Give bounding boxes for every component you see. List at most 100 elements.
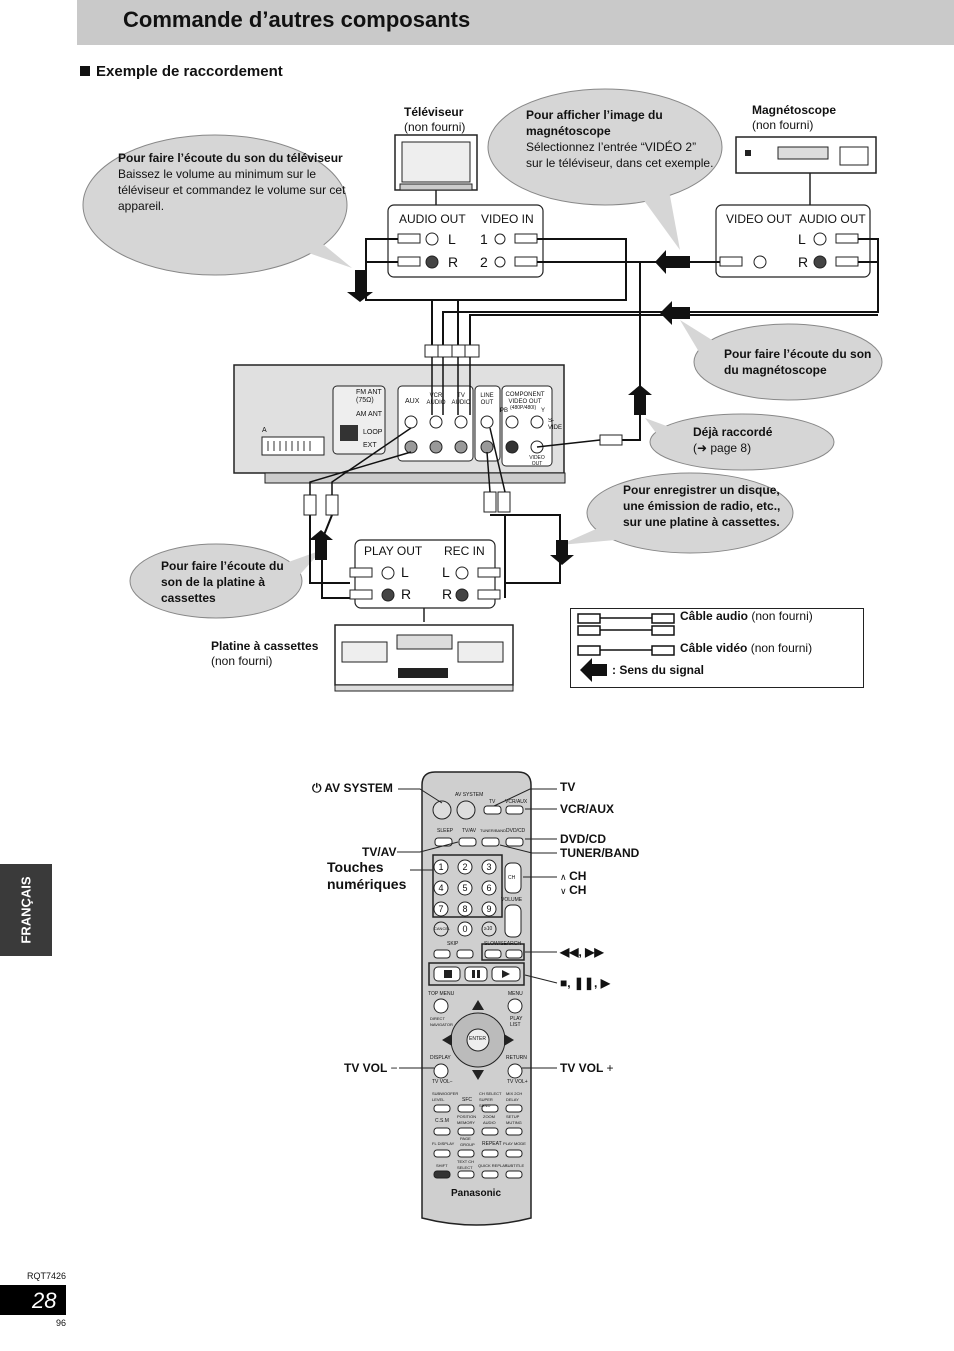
callout-tv-vol-plus: TV VOL + bbox=[560, 1061, 613, 1075]
remote-sfc-label: SFC bbox=[462, 1097, 472, 1103]
remote-dolby-label: CH SELECT SUPER SRND bbox=[479, 1091, 502, 1108]
remote-tv-av-label: TV/AV bbox=[462, 828, 477, 834]
vcr-r-label: R bbox=[798, 254, 809, 270]
remote-return-label: RETURN bbox=[506, 1055, 527, 1061]
am-ant-label: AM ANT bbox=[356, 411, 383, 418]
tv-name-text: Téléviseur bbox=[404, 105, 464, 119]
remote-slow-search-label: SLOW/SEARCH bbox=[484, 941, 521, 947]
bubble-already-connected bbox=[649, 413, 835, 471]
header-bar bbox=[77, 0, 954, 45]
ext-label: EXT bbox=[363, 442, 377, 449]
vcr-drawing bbox=[735, 136, 877, 205]
legend-box bbox=[570, 608, 864, 688]
remote-sleep-label: SLEEP bbox=[437, 828, 454, 834]
bubble-vcr-image-tail bbox=[640, 185, 680, 250]
component-label: COMPONENT VIDEO OUT bbox=[505, 392, 545, 405]
bullet-square-icon bbox=[80, 66, 90, 76]
remote-repeat-label: REPEAT bbox=[482, 1141, 502, 1147]
legend-audio-title: Câble audio bbox=[680, 609, 749, 623]
deck-play-r-label: R bbox=[401, 586, 412, 602]
vcr-video-out-label: VIDEO OUT bbox=[726, 212, 793, 226]
remote-display-label: DISPLAY bbox=[430, 1055, 451, 1061]
callout-tv: TV bbox=[560, 780, 576, 794]
legend-audio-note: (non fourni) bbox=[751, 609, 813, 623]
section-heading-text: Exemple de raccordement bbox=[96, 63, 283, 80]
vcr-image-title: Pour afficher l’image du magnétoscope bbox=[526, 108, 663, 138]
bubble-record bbox=[586, 472, 794, 554]
loop-label: LOOP bbox=[363, 429, 383, 436]
remote-setup-muting-label: SETUP MUTING bbox=[506, 1114, 522, 1125]
fm-ohm-text: (75Ω) bbox=[356, 397, 374, 404]
tv-r-label: R bbox=[448, 254, 459, 270]
remote-av-system-label: AV SYSTEM bbox=[455, 792, 484, 798]
remote-key-0[interactable]: 0 bbox=[462, 924, 468, 934]
remote-top-menu-label: TOP MENU bbox=[428, 991, 455, 997]
remote-key-3[interactable]: 3 bbox=[486, 862, 492, 872]
bubble-record-tail bbox=[560, 525, 615, 545]
page-ref: (➜ page 8) bbox=[693, 441, 752, 455]
remote-key-1[interactable]: 1 bbox=[438, 862, 444, 872]
remote-quick-replay-label: QUICK REPLAY bbox=[478, 1163, 508, 1168]
remote-key-5[interactable]: 5 bbox=[462, 883, 468, 893]
language-tab-label: FRANÇAIS bbox=[18, 876, 34, 944]
bubble-deck-sound bbox=[129, 543, 303, 619]
remote-tv-label: TV bbox=[489, 799, 496, 805]
y-label: Y bbox=[541, 408, 546, 414]
remote-key-9[interactable]: 9 bbox=[486, 904, 492, 914]
slot-a-label: A bbox=[262, 427, 267, 434]
vcr-l-label: L bbox=[798, 231, 806, 247]
callout-vcr-aux: VCR/AUX bbox=[560, 802, 615, 816]
remote-vcr-aux-label: VCR/AUX bbox=[505, 799, 528, 805]
remote-key-7[interactable]: 7 bbox=[438, 904, 444, 914]
tv-video-in-label: VIDEO IN bbox=[481, 212, 534, 226]
legend-video-note: (non fourni) bbox=[750, 641, 813, 655]
remote-key-4[interactable]: 4 bbox=[438, 883, 444, 893]
callout-transport: ■, ❚❚, ▶ bbox=[560, 976, 610, 990]
deck-sound-note: Pour faire l’écoute du son de la platine… bbox=[161, 559, 284, 605]
page-number-box bbox=[0, 1285, 66, 1315]
pb-label: PB bbox=[500, 408, 509, 414]
remote-page-group-label: PAGE GROUP bbox=[460, 1136, 475, 1147]
video-out-unit-label: VIDEO OUT bbox=[529, 455, 545, 467]
power-icon: ⏻ bbox=[312, 781, 325, 795]
already-connected-title: Déjà raccordé bbox=[693, 425, 773, 439]
callout-tv-vol-plus-text: TV VOL bbox=[560, 1061, 604, 1075]
remote-subwoofer-label: SUBWOOFER LEVEL bbox=[432, 1091, 459, 1102]
remote-fl-display-label: FL DISPLAY bbox=[432, 1141, 455, 1146]
bubble-deck-sound-tail bbox=[280, 550, 322, 580]
callout-tv-av: TV/AV bbox=[362, 845, 397, 859]
bubble-vcr-sound bbox=[693, 323, 883, 401]
bubble-tv-sound-tail bbox=[300, 240, 352, 268]
remote-play-mode-label: PLAY MODE bbox=[503, 1141, 526, 1146]
plus-sign: + bbox=[606, 1061, 614, 1075]
bubble-vcr-sound-tail bbox=[680, 320, 720, 362]
tv-audio-out-label: AUDIO OUT bbox=[399, 212, 466, 226]
deck-name: Platine à cassettes(non fourni) bbox=[211, 639, 318, 669]
bubble-vcr-image bbox=[487, 88, 723, 206]
section-heading: Exemple de raccordement bbox=[80, 63, 283, 80]
remote-key-2[interactable]: 2 bbox=[462, 862, 468, 872]
callout-ch-down-text: CH bbox=[569, 883, 587, 897]
tv-sound-note: Pour faire l’écoute du son du téléviseur… bbox=[118, 150, 346, 214]
remote-key-8[interactable]: 8 bbox=[462, 904, 468, 914]
tv-name: Téléviseur(non fourni) bbox=[404, 105, 465, 135]
legend-video: Câble vidéo (non fourni) bbox=[680, 641, 812, 656]
vcr-sound-note: Pour faire l’écoute du son du magnétosco… bbox=[724, 347, 872, 377]
connection-diagram bbox=[82, 88, 883, 692]
remote-volume-label: VOLUME bbox=[501, 897, 523, 903]
deck-rec-l-label: L bbox=[442, 564, 450, 580]
aux-label: AUX bbox=[405, 398, 420, 405]
remote-csm-label: C.S.M bbox=[435, 1118, 449, 1124]
remote-shift-label: SHIFT bbox=[436, 1163, 448, 1168]
remote-enter-label: ENTER bbox=[469, 1036, 486, 1042]
callout-av-system: ⏻ AV SYSTEM bbox=[312, 781, 393, 796]
callout-tv-vol-minus-text: TV VOL bbox=[344, 1061, 388, 1075]
remote-zoom-audio-label: ZOOM AUDIO bbox=[483, 1114, 496, 1125]
callout-tuner-band: TUNER/BAND bbox=[560, 846, 640, 860]
legend-graphics bbox=[577, 613, 675, 682]
fm-ant-text: FM ANT bbox=[356, 389, 382, 396]
vcr-note: (non fourni) bbox=[752, 118, 814, 132]
remote-key-6[interactable]: 6 bbox=[486, 883, 492, 893]
remote-text-ch-select-label: TEXT CH SELECT bbox=[457, 1159, 475, 1170]
